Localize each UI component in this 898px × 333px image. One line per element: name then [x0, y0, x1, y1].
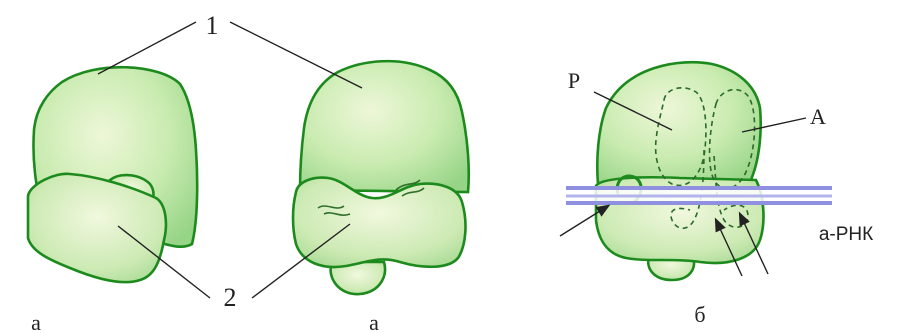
label-p-site: Р [568, 68, 580, 93]
large-subunit-middle [300, 61, 469, 192]
label-a-site: А [810, 104, 826, 129]
label-large-subunit: 1 [206, 11, 219, 40]
label-mrna: а-РНК [819, 224, 873, 245]
label-view-a-left: а [31, 310, 41, 333]
ribosome-front-view [293, 61, 469, 294]
label-small-subunit: 2 [224, 283, 237, 312]
large-subunit-right [597, 62, 760, 184]
label-view-b: б [694, 302, 705, 327]
mrna-strand [566, 186, 832, 204]
ribosome-side-view [28, 67, 197, 282]
label-view-a-right: а [369, 310, 379, 333]
